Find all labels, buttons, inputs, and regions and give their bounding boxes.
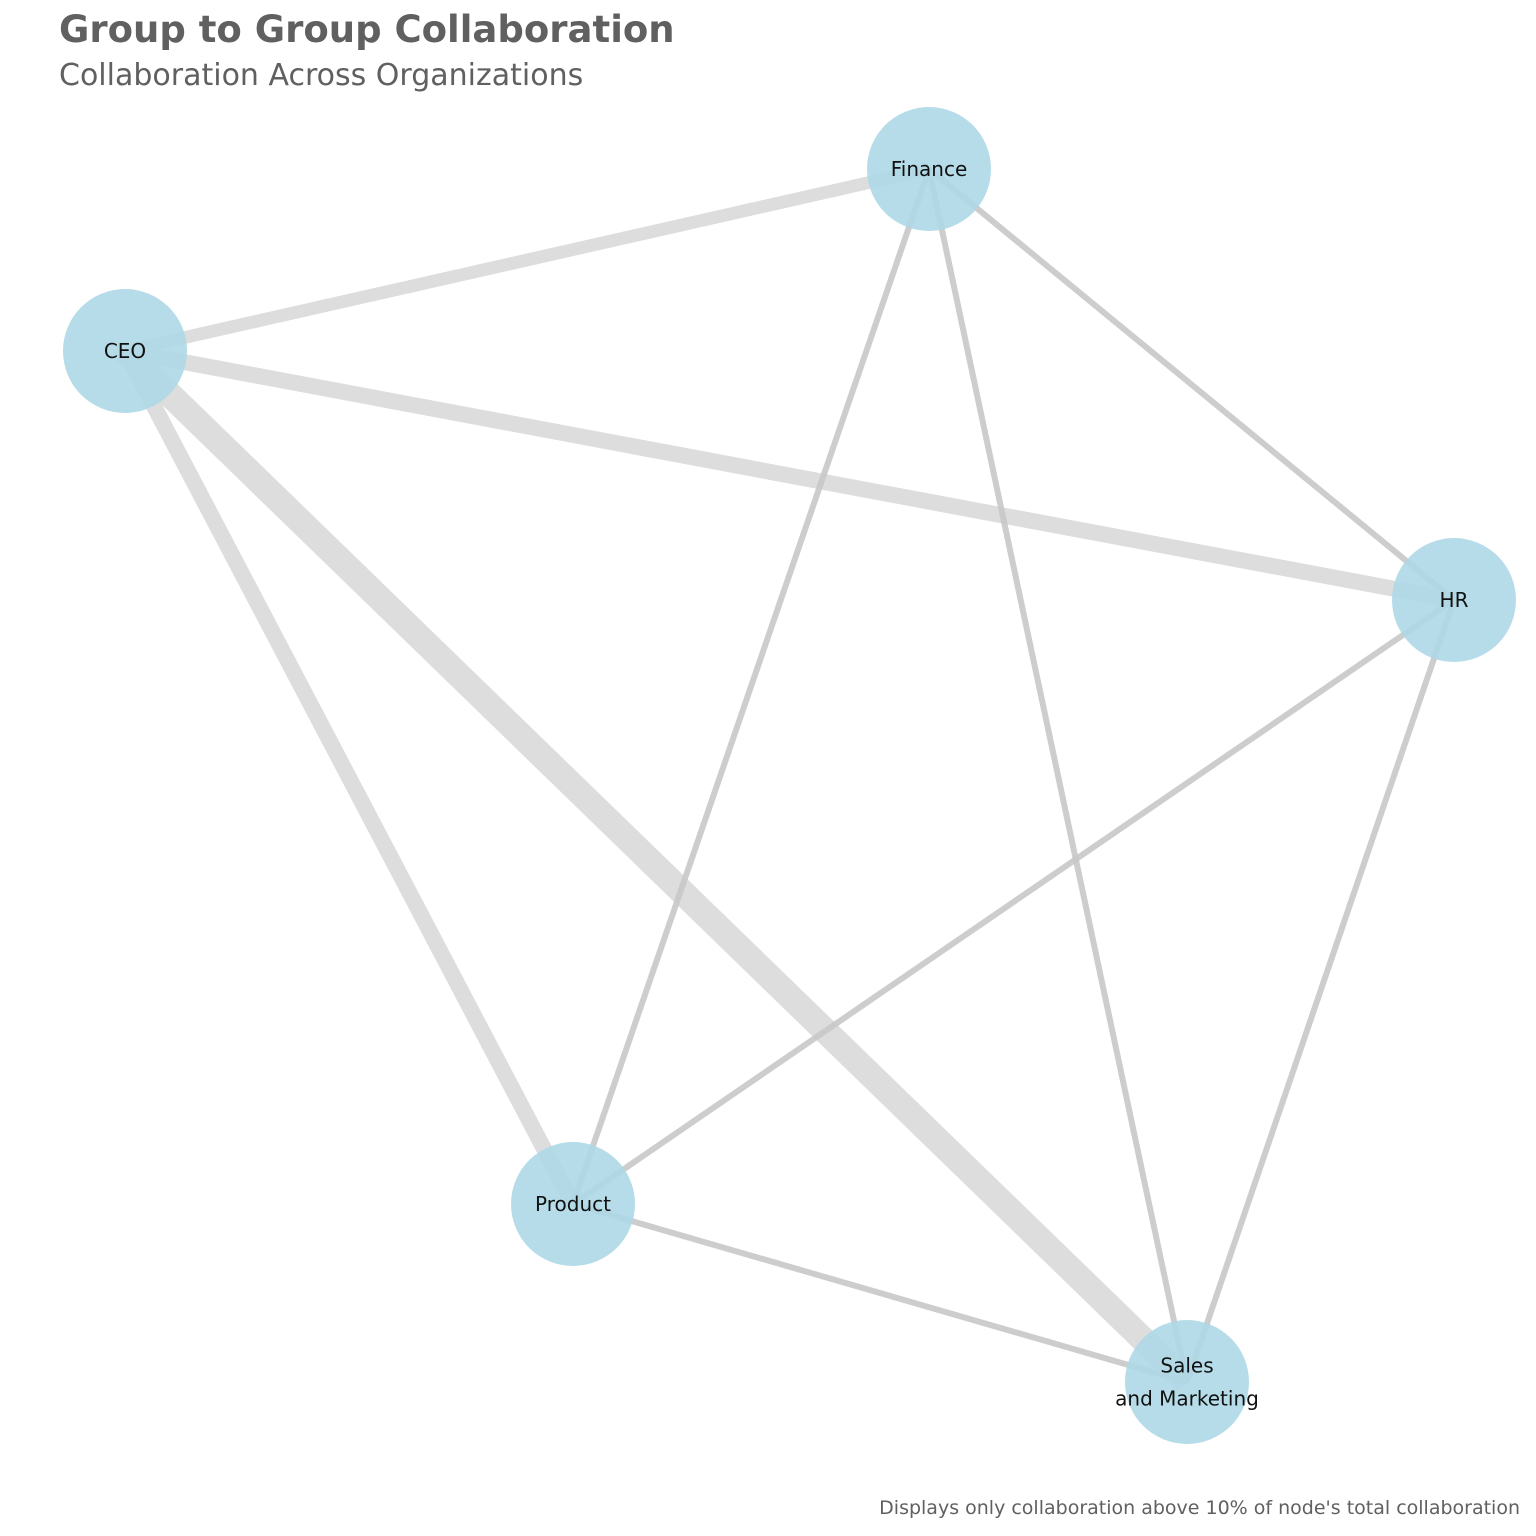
- edge-finance-hr: [927, 166, 1456, 603]
- edge-ceo-sales: [116, 341, 1196, 1392]
- edge-ceo-finance: [123, 162, 931, 358]
- node-sales: Sales and Marketing: [1115, 1320, 1259, 1444]
- node-circle-ceo: [63, 289, 187, 413]
- node-label-finance: Finance: [891, 157, 968, 181]
- edge-finance-product: [570, 168, 932, 1205]
- node-label-ceo: CEO: [104, 339, 146, 363]
- node-finance: Finance: [867, 107, 991, 231]
- node-ceo: CEO: [63, 289, 187, 413]
- node-circle-hr: [1392, 538, 1516, 662]
- chart-caption: Displays only collaboration above 10% of…: [879, 1497, 1520, 1519]
- edge-hr-product: [571, 597, 1456, 1207]
- chart-title: Group to Group Collaboration: [59, 8, 675, 51]
- node-circle-product: [511, 1142, 635, 1266]
- edge-layer: [116, 162, 1457, 1392]
- node-label-sales: Sales: [1160, 1354, 1213, 1378]
- node-label-product: Product: [535, 1192, 611, 1216]
- node-label-hr: HR: [1440, 588, 1469, 612]
- node-hr: HR: [1392, 538, 1516, 662]
- node-product: Product: [511, 1142, 635, 1266]
- edge-hr-sales: [1184, 599, 1457, 1383]
- chart-subtitle: Collaboration Across Organizations: [59, 58, 584, 93]
- node-circle-finance: [867, 107, 991, 231]
- node-label-sales: and Marketing: [1115, 1387, 1259, 1411]
- edge-finance-sales: [926, 168, 1190, 1383]
- edge-product-sales: [572, 1201, 1188, 1385]
- node-circle-sales: [1125, 1320, 1249, 1444]
- edge-ceo-hr: [123, 343, 1456, 608]
- edge-ceo-product: [117, 347, 581, 1208]
